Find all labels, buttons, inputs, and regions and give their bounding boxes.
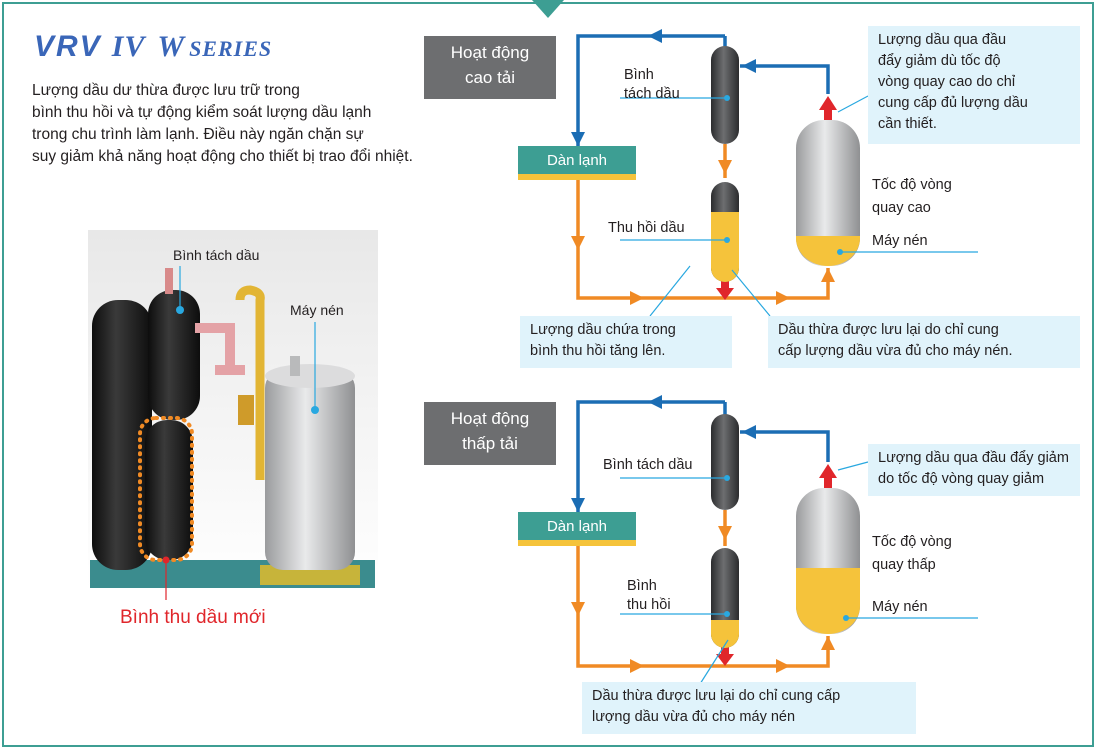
callout-line: Dầu thừa được lưu lại do chỉ cung cấp: [592, 688, 841, 704]
frame-notch: [532, 0, 564, 18]
flow-arrow: [742, 425, 756, 439]
oil-drop-arrow: [716, 288, 734, 300]
title-line: thấp tải: [462, 434, 518, 453]
high-load-callout-left: Lượng dầu chứa trong bình thu hồi tăng l…: [520, 316, 732, 368]
high-load-speed-label: Tốc độ vòng quay cao: [872, 174, 952, 220]
high-load-separator-label: Bình tách dầu: [624, 66, 680, 104]
high-load-diagram: [571, 29, 978, 317]
label-line: tách dầu: [624, 86, 680, 102]
callout-line: Lượng dầu chứa trong: [530, 322, 676, 338]
intro-line: Lượng dầu dư thừa được lưu trữ trong: [32, 82, 300, 99]
label-line: Tốc độ vòng: [872, 534, 952, 550]
high-load-evaporator: Dàn lạnh: [518, 146, 636, 180]
title-line: Hoạt động: [450, 43, 530, 62]
high-load-recovery-label: Thu hồi dầu: [608, 220, 685, 236]
flow-arrow: [648, 29, 662, 43]
flow-arrow: [718, 526, 732, 540]
intro-line: bình thu hồi và tự động kiểm soát lượng …: [32, 104, 372, 121]
oil-drop-arrow: [716, 654, 734, 666]
flow-arrow: [571, 602, 585, 616]
flow-arrow: [821, 636, 835, 650]
label-line: Bình: [624, 67, 654, 83]
brand-iv: IV: [111, 30, 146, 63]
recovery-tank-icon: [711, 182, 739, 282]
oil-separator-icon: [711, 414, 739, 510]
high-load-callout-top: Lượng dầu qua đầu đẩy giảm dù tốc độ vòn…: [868, 26, 1080, 144]
low-load-callout-top: Lượng dầu qua đầu đẩy giảm do tốc độ vòn…: [868, 444, 1080, 496]
brand-series: SERIES: [189, 36, 273, 61]
high-load-compressor-label: Máy nén: [872, 233, 928, 249]
flow-arrow: [648, 395, 662, 409]
flow-arrow: [821, 268, 835, 282]
compressor-icon: [796, 488, 860, 634]
callout-line: do tốc độ vòng quay giảm: [878, 471, 1045, 487]
flow-arrow: [776, 659, 790, 673]
new-oil-tank-label: Bình thu dầu mới: [120, 607, 266, 628]
callout-line: vòng quay cao do chỉ: [878, 74, 1016, 90]
callout-line: bình thu hồi tăng lên.: [530, 343, 666, 359]
flow-arrow: [571, 498, 585, 512]
high-load-title: Hoạt động cao tải: [424, 36, 556, 99]
discharge-arrow: [819, 464, 837, 478]
low-load-separator-label: Bình tách dầu: [603, 457, 693, 473]
low-load-callout-bottom: Dầu thừa được lưu lại do chỉ cung cấp lư…: [582, 682, 916, 734]
callout-line: đẩy giảm dù tốc độ: [878, 53, 1001, 69]
brand-w: W: [157, 30, 186, 63]
callout-line: cấp lượng dầu vừa đủ cho máy nén.: [778, 343, 1013, 359]
callout-line: cần thiết.: [878, 116, 937, 132]
discharge-arrow: [819, 96, 837, 110]
flow-arrow: [571, 132, 585, 146]
compressor-photo: [88, 230, 378, 600]
flow-arrow: [571, 236, 585, 250]
flow-arrow: [630, 291, 644, 305]
label-line: Tốc độ vòng: [872, 177, 952, 193]
flow-arrow: [776, 291, 790, 305]
intro-line: suy giảm khả năng hoạt động cho thiết bị…: [32, 148, 413, 165]
oil-separator-icon: [711, 46, 739, 144]
label-line: thu hồi: [627, 597, 671, 613]
low-load-recovery-label: Bình thu hồi: [627, 577, 671, 615]
flow-arrow: [742, 59, 756, 73]
recovery-tank-icon: [711, 548, 739, 648]
intro-paragraph: Lượng dầu dư thừa được lưu trữ trong bìn…: [32, 80, 502, 168]
callout-line: lượng dầu vừa đủ cho máy nén: [592, 709, 796, 725]
low-load-speed-label: Tốc độ vòng quay thấp: [872, 531, 952, 577]
low-load-compressor-label: Máy nén: [872, 599, 928, 615]
photo-separator-label: Bình tách dầu: [173, 247, 260, 263]
low-load-diagram: [571, 395, 978, 685]
label-line: quay thấp: [872, 557, 936, 573]
callout-line: Lượng dầu qua đầu đẩy giảm: [878, 450, 1069, 466]
intro-line: trong chu trình làm lạnh. Điều này ngăn …: [32, 126, 364, 143]
title-line: Hoạt động: [450, 409, 530, 428]
label-line: Bình: [627, 578, 657, 594]
photo-compressor-label: Máy nén: [290, 302, 344, 318]
callout-line: Lượng dầu qua đầu: [878, 32, 1007, 48]
flow-arrow: [630, 659, 644, 673]
compressor-icon: [796, 120, 860, 266]
callout-line: cung cấp đủ lượng dầu: [878, 95, 1028, 111]
high-load-callout-right: Dầu thừa được lưu lại do chỉ cung cấp lư…: [768, 316, 1080, 368]
label-line: quay cao: [872, 200, 931, 216]
low-load-evaporator: Dàn lạnh: [518, 512, 636, 546]
low-load-title: Hoạt động thấp tải: [424, 402, 556, 465]
brand-vrv: VRV: [34, 30, 102, 63]
flow-arrow: [718, 160, 732, 174]
callout-line: Dầu thừa được lưu lại do chỉ cung: [778, 322, 999, 338]
title-line: cao tải: [464, 68, 516, 87]
